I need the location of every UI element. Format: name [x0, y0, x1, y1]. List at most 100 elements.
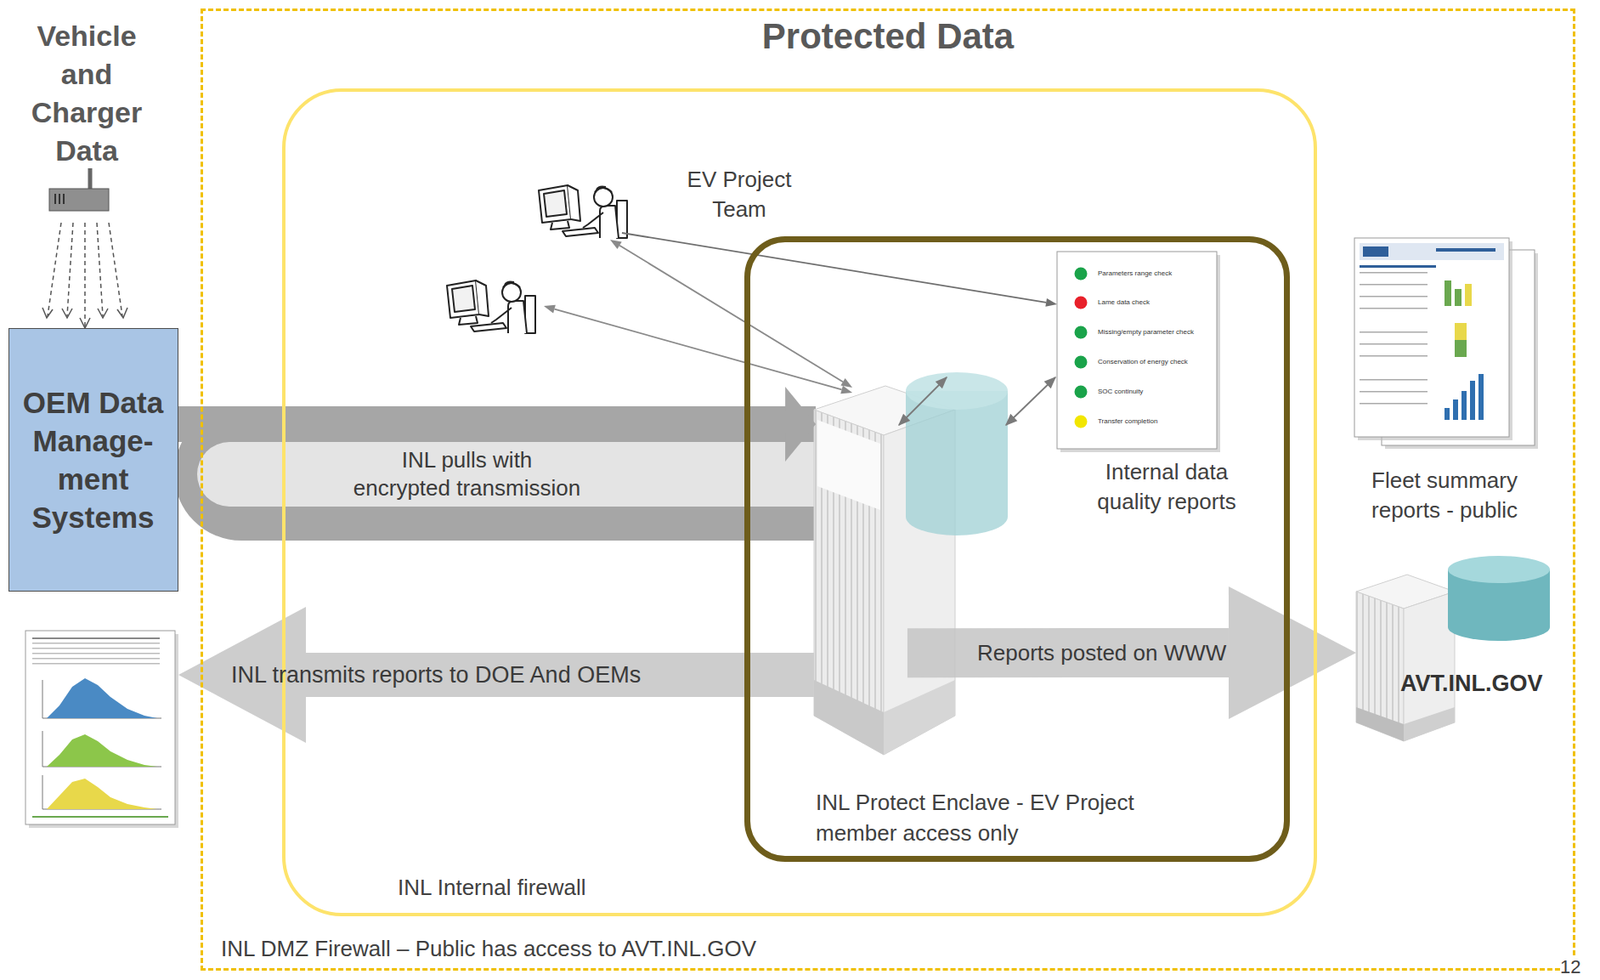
- web-server: [1447, 555, 1550, 583]
- transmit-arrow: [178, 606, 816, 743]
- fleet-report-pages: [1454, 322, 1467, 357]
- report-document: [25, 630, 176, 825]
- fleet-report-pages: [1362, 246, 1389, 257]
- team-member-icon: [446, 280, 536, 334]
- web-server: [1356, 591, 1404, 741]
- web-server: [1356, 555, 1550, 741]
- fleet-report-pages: [1464, 283, 1472, 306]
- arrowhead: [610, 239, 622, 249]
- node-text: OEM Data Manage- ment Systems: [11, 383, 176, 537]
- team-member-icon: [538, 185, 628, 238]
- enclave-region: INL Protect Enclave - EV Project member …: [744, 236, 1290, 862]
- fleet-report-pages: [1444, 407, 1450, 420]
- report-document: [25, 630, 179, 828]
- quality-report-sheet: [1074, 356, 1088, 369]
- database-server: [905, 372, 1008, 410]
- page-number: 12: [1560, 955, 1581, 979]
- node-text: Transfer completion: [1097, 416, 1214, 427]
- fleet-report-pages: [1354, 237, 1510, 437]
- fleet-report-pages: [1444, 280, 1452, 306]
- database-server: [814, 409, 884, 755]
- text-slot: INL Protect Enclave - EV Project member …: [815, 786, 1216, 849]
- report-document: [32, 657, 160, 660]
- node-text: Conservation of energy check: [1097, 356, 1214, 368]
- router-icon: [88, 168, 93, 191]
- quality-report-sheet: [1074, 385, 1088, 399]
- firewall-region: INL Internal firewall INL Protect Enclave…: [282, 88, 1318, 916]
- fleet-report-pages: [1359, 343, 1428, 345]
- source-label: Vehicle and Charger Data: [8, 11, 176, 223]
- arrowhead: [840, 378, 853, 388]
- fleet-report: Fleet summary reports - public: [1354, 237, 1537, 519]
- fleet-report-pages: [1359, 378, 1428, 381]
- fleet-report-pages: [1454, 288, 1462, 306]
- fleet-report-pages: [1359, 271, 1428, 274]
- connector-line: [621, 232, 1046, 303]
- node-text: Vehicle and Charger Data: [18, 16, 155, 170]
- text-slot: Protected Data: [200, 15, 1576, 58]
- fleet-report-pages: [1454, 339, 1467, 357]
- connector-line: [554, 309, 842, 391]
- web-server: [1403, 706, 1455, 741]
- node-text: Internal data quality reports: [1081, 457, 1252, 517]
- fleet-report-pages: [1436, 248, 1496, 252]
- data-signal-lines: [67, 222, 74, 317]
- report-document: [32, 637, 160, 639]
- text-slot: INL DMZ Firewall – Public has access to …: [220, 934, 986, 962]
- text-slot: AVT.INL.GOV: [1400, 669, 1571, 697]
- web-server: [1356, 706, 1404, 741]
- fleet-report-pages: [1359, 390, 1428, 393]
- fleet-report-pages: [1478, 373, 1484, 420]
- pull-arrow-loop: [174, 406, 816, 541]
- team-member-icon: [538, 185, 628, 238]
- web-server-node: AVT.INL.GOV: [1356, 555, 1572, 743]
- text-slot: INL transmits reports to DOE And OEMs: [231, 661, 707, 689]
- fleet-report-pages: [1359, 265, 1437, 268]
- text-slot: Lame data check: [1097, 297, 1214, 308]
- fleet-report-pages: [1359, 295, 1428, 298]
- arrowhead: [785, 386, 816, 462]
- data-signal-lines: [117, 307, 128, 318]
- report-document: [32, 647, 160, 650]
- fleet-report-pages: [1453, 399, 1459, 420]
- quality-report-sheet: [1074, 296, 1088, 310]
- connector-line: [84, 222, 86, 328]
- text-slot: Parameters range check: [1097, 268, 1214, 279]
- node-text: INL Internal firewall: [397, 873, 738, 901]
- fleet-report-pages: [1461, 390, 1467, 420]
- web-server: [1403, 591, 1455, 741]
- report-document: [42, 774, 162, 809]
- internal-data-arrows: [898, 377, 1056, 425]
- quality-report-sheet: [1057, 251, 1221, 453]
- oem-system-box: OEM Data Manage- ment Systems: [8, 327, 179, 592]
- database-server: [814, 372, 1008, 755]
- node-text: Lame data check: [1097, 297, 1214, 308]
- arrowhead: [1045, 298, 1058, 307]
- arrowhead: [79, 317, 91, 328]
- text-slot: Reports posted on WWW: [977, 639, 1267, 666]
- data-signal-lines: [62, 308, 73, 318]
- arrowhead: [543, 305, 556, 314]
- report-document: [32, 815, 169, 818]
- text-slot: OEM Data Manage- ment Systems: [11, 383, 176, 537]
- connector: [621, 232, 1058, 307]
- quality-report-sheet: [1057, 251, 1217, 449]
- connector: [610, 239, 853, 388]
- report-document: [32, 652, 160, 655]
- fleet-report-pages: [1469, 380, 1476, 420]
- fleet-report-pages: [1354, 237, 1538, 449]
- transmit-arrow: [178, 606, 816, 743]
- database-server: [905, 390, 1008, 536]
- internal-data-arrows: [1006, 377, 1056, 425]
- database-server: [814, 679, 884, 755]
- node-text: SOC continuity: [1097, 386, 1214, 397]
- text-slot: 12: [1560, 955, 1595, 979]
- edge-label: INL pulls with encrypted transmission: [351, 446, 583, 503]
- arrowhead: [840, 385, 853, 395]
- text-slot: INL pulls with encrypted transmission: [351, 446, 583, 503]
- edge-label: Reports posted on WWW: [977, 639, 1267, 666]
- quality-report-sheet: [1074, 326, 1088, 340]
